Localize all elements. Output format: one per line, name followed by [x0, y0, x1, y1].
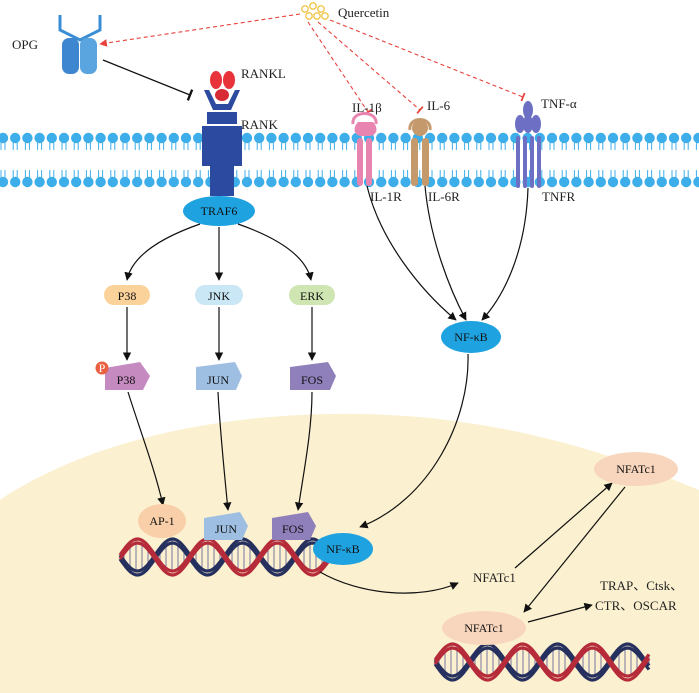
- ap1-node: [138, 504, 186, 538]
- kinase-arrows: [122, 307, 317, 361]
- il6-receptor-icon: [408, 118, 432, 186]
- fos-nuclear-node: [272, 512, 316, 540]
- jun-nuclear-label: JUN: [215, 522, 237, 536]
- erk-label: ERK: [300, 289, 324, 303]
- dna-helix-icon: [433, 642, 651, 682]
- rankl-ligand-icon: [210, 71, 235, 101]
- fos-label: FOS: [301, 373, 323, 387]
- rankl-label: RANKL: [241, 66, 286, 81]
- il6-label: IL-6: [427, 98, 451, 113]
- traf6-node: [183, 196, 255, 226]
- dna-to-nfatc1-arrow: [319, 571, 459, 594]
- nfatc1-top-node: [594, 452, 678, 486]
- nfatc1-top-label: NFATc1: [616, 462, 656, 476]
- nucleus-entry-arrows: [127, 391, 313, 511]
- nfatc1-box-node: [442, 611, 526, 645]
- jun-nuclear-node: [204, 512, 248, 540]
- jun-label: JUN: [207, 373, 229, 387]
- phospho-label: P: [99, 361, 106, 375]
- fos-nuclear-label: FOS: [282, 522, 304, 536]
- fos-node: [290, 362, 336, 390]
- quercetin-label: Quercetin: [338, 5, 390, 20]
- nfkb-label: NF-κB: [454, 330, 487, 344]
- quercetin-effect-lines: [99, 13, 526, 116]
- nfatc1-export-arrow: [514, 482, 613, 569]
- jun-node: [196, 362, 242, 390]
- nfkb-node: [441, 321, 501, 353]
- traf6-label: TRAF6: [201, 204, 238, 218]
- il6r-label: IL-6R: [428, 189, 460, 204]
- rank-label: RANK: [241, 117, 278, 132]
- nfatc1-import-arrow: [523, 486, 626, 613]
- rank-receptor-icon: [202, 90, 242, 196]
- tnfa-label: TNF-α: [541, 96, 577, 111]
- targets-line1: TRAP、Ctsk、: [600, 578, 683, 593]
- il1b-label: IL-1β: [352, 100, 382, 115]
- il1r-label: IL-1R: [370, 189, 402, 204]
- nfkb-nuclear-label: NF-κB: [326, 542, 359, 556]
- ap1-label: AP-1: [149, 514, 174, 528]
- nfatc1-mid-label: NFATc1: [473, 570, 516, 585]
- il1-receptor-icon: [351, 112, 378, 186]
- opg-protein-icon: [58, 15, 102, 74]
- cell-membrane: [0, 132, 699, 188]
- opg-inhibits-rankl: [102, 59, 194, 101]
- p38-phospho-node: [105, 362, 150, 390]
- nfatc1-to-targets-arrow: [527, 602, 593, 623]
- p38-label: P38: [118, 289, 137, 303]
- p38-node: [104, 285, 150, 305]
- jnk-node: [195, 285, 243, 305]
- receptor-to-nfkb-arrows: [366, 185, 529, 321]
- phosphate-icon: [95, 361, 109, 375]
- nfatc1-box-label: NFATc1: [464, 621, 504, 635]
- tnfr-label: TNFR: [542, 189, 576, 204]
- p38p-label: P38: [117, 373, 136, 387]
- tnf-receptor-icon: [515, 101, 541, 188]
- targets-line2: CTR、OSCAR: [595, 598, 677, 613]
- dna-helix-icon: [118, 537, 332, 577]
- traf6-branch-arrows: [124, 223, 314, 281]
- nfkb-to-nucleus-arrow: [359, 353, 469, 529]
- nfkb-nuclear-node: [313, 533, 373, 565]
- jnk-label: JNK: [208, 289, 230, 303]
- quercetin-molecule-icon: [301, 2, 329, 20]
- erk-node: [289, 285, 335, 305]
- opg-label: OPG: [12, 37, 38, 52]
